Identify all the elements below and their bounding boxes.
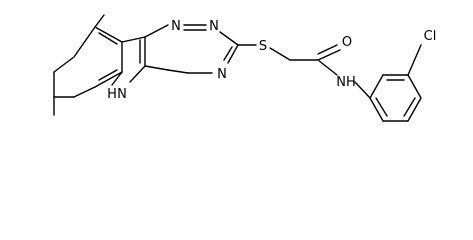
bond-pyrrole-1	[121, 36, 146, 43]
bond-phenyl-3	[407, 74, 422, 99]
bond-c-o-1	[317, 49, 341, 61]
bond-c-o-2	[317, 44, 338, 55]
bond-pyrrole-3	[129, 65, 146, 83]
bond-triazine-double-2	[223, 46, 233, 61]
bond-triazine-6	[167, 69, 189, 74]
bond-triazine-3	[219, 31, 239, 46]
bond-methyl-top	[94, 14, 105, 28]
atom-n-indole: N	[117, 87, 127, 102]
atom-labels: N N N N H S O NH Cl	[107, 19, 436, 102]
bond-phenyl-double-3	[375, 97, 388, 117]
bond-triazine-7	[144, 65, 169, 71]
bond-ring-cl	[407, 44, 422, 76]
bond-phenyl-6	[369, 97, 384, 122]
bond-benz-double-1	[98, 32, 118, 45]
atom-nh-amide: NH	[336, 75, 356, 90]
bond-pyrrole-4	[111, 71, 123, 86]
chemical-structure-diagram: N N N N H S O NH Cl	[53, 14, 436, 122]
bond-triazine-4	[227, 44, 239, 64]
bond-phenyl-double-2	[403, 97, 416, 117]
bond-benz-1	[94, 26, 123, 43]
bond-s-ch2	[269, 47, 291, 61]
bond-nh-ring	[354, 81, 371, 99]
atom-n-triazine-top-left: N	[171, 19, 181, 34]
atom-cl: Cl	[424, 29, 437, 44]
bond-triazine-1	[144, 24, 169, 38]
bond-benz-8	[73, 26, 96, 58]
bond-phenyl-4	[407, 97, 422, 122]
bond-benz-4	[73, 86, 96, 98]
atom-n-triazine-bottom: N	[217, 67, 227, 82]
bond-phenyl-1	[369, 74, 384, 99]
atom-s-thioether: S	[259, 39, 267, 54]
atom-n-triazine-top-right: N	[209, 19, 219, 34]
bond-benz-3	[94, 71, 123, 88]
atom-h-indole: H	[107, 87, 117, 102]
atom-o-carbonyl: O	[342, 35, 352, 50]
bonds	[53, 14, 422, 122]
bond-benz-7	[53, 56, 75, 73]
bond-co-nh	[317, 59, 338, 76]
bond-benz-double-2	[98, 69, 118, 81]
